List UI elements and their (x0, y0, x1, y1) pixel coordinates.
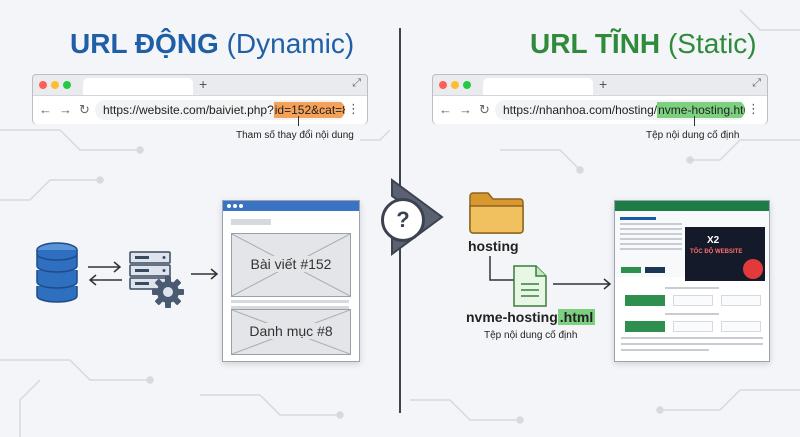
url-file-highlight: nvme-hosting.html (657, 102, 745, 118)
site-cta-button[interactable] (621, 267, 641, 273)
new-tab-icon[interactable]: + (599, 76, 608, 92)
static-title-sub: (Static) (667, 28, 757, 59)
url-base-text: https://nhanhoa.com/hosting/ (503, 103, 658, 117)
wire-block-category: Danh mục #8 (231, 309, 351, 355)
minimize-dot[interactable] (451, 81, 459, 89)
file-note: Tệp nội dung cố định (484, 330, 578, 341)
url-base-text: https://website.com/baiviet.php? (103, 103, 274, 117)
wire-block-category-label: Danh mục #8 (232, 323, 350, 339)
file-name-extension: .html (557, 309, 596, 325)
maximize-dot[interactable] (63, 81, 71, 89)
dynamic-note-pointer (298, 116, 299, 126)
static-title-main: URL TĨNH (530, 28, 661, 59)
address-bar[interactable]: https://nhanhoa.com/hosting/nvme-hosting… (495, 100, 745, 120)
menu-kebab-icon[interactable]: ⋮ (747, 101, 760, 116)
static-site-mockup: X2 TỐC ĐỘ WEBSITE (614, 200, 770, 362)
promo-text-2: TỐC ĐỘ WEBSITE (690, 249, 743, 255)
expand-icon[interactable]: ⤢ (352, 77, 361, 89)
address-bar[interactable]: https://website.com/baiviet.php?id=152&c… (95, 100, 345, 120)
folder-icon (469, 192, 524, 234)
back-arrow-icon[interactable]: ← (39, 102, 52, 117)
expand-icon[interactable]: ⤢ (752, 77, 761, 89)
dynamic-browser-window: + ⤢ ← → ↻ https://website.com/baiviet.ph… (32, 74, 368, 124)
url-params-highlight: id=152&cat=8 (273, 102, 345, 118)
site-secondary-button[interactable] (645, 267, 665, 273)
arrow-to-page-icon (191, 268, 219, 280)
server-icon (129, 251, 184, 308)
reload-icon[interactable]: ↻ (479, 102, 490, 117)
dynamic-url-note: Tham số thay đổi nội dung (236, 130, 354, 141)
static-url-note: Tệp nội dung cố định (646, 130, 740, 141)
file-icon (513, 265, 547, 307)
new-tab-icon[interactable]: + (199, 76, 208, 92)
window-controls (39, 81, 71, 89)
menu-kebab-icon[interactable]: ⋮ (347, 101, 360, 116)
reload-icon[interactable]: ↻ (79, 102, 90, 117)
browser-tab-bar: + ⤢ (433, 75, 767, 95)
back-arrow-icon[interactable]: ← (439, 102, 452, 117)
site-hero: X2 TỐC ĐỘ WEBSITE (615, 211, 769, 281)
wire-block-article: Bài viết #152 (231, 233, 351, 297)
tree-connector (489, 256, 514, 281)
dynamic-page-mockup: Bài viết #152 Danh mục #8 (222, 200, 360, 362)
forward-arrow-icon[interactable]: → (459, 102, 472, 117)
wire-block-article-label: Bài viết #152 (232, 256, 350, 272)
site-topbar (615, 201, 769, 211)
browser-nav-row: ← → ↻ https://website.com/baiviet.php?id… (33, 95, 367, 124)
database-icon (36, 242, 78, 303)
gear-icon (152, 276, 184, 308)
promo-badge (743, 259, 763, 279)
arrow-to-site-icon (553, 278, 612, 290)
dynamic-title-main: URL ĐỘNG (70, 28, 219, 59)
folder-name: hosting (468, 238, 519, 254)
browser-tab-bar: + ⤢ (33, 75, 367, 95)
dynamic-title-sub: (Dynamic) (226, 28, 355, 59)
static-note-pointer (694, 116, 695, 126)
maximize-dot[interactable] (463, 81, 471, 89)
file-name: nvme-hosting.html (466, 309, 596, 325)
bidirectional-arrows-icon (88, 261, 122, 286)
dynamic-title: URL ĐỘNG (Dynamic) (70, 28, 354, 60)
window-controls (439, 81, 471, 89)
page-header-bar (223, 201, 359, 211)
close-dot[interactable] (439, 81, 447, 89)
browser-tab[interactable] (83, 78, 193, 95)
close-dot[interactable] (39, 81, 47, 89)
minimize-dot[interactable] (51, 81, 59, 89)
static-browser-window: + ⤢ ← → ↻ https://nhanhoa.com/hosting/nv… (432, 74, 768, 124)
site-promo-banner: X2 TỐC ĐỘ WEBSITE (685, 227, 765, 281)
static-title: URL TĨNH (Static) (530, 28, 757, 60)
file-name-base: nvme-hosting (466, 309, 558, 325)
browser-tab[interactable] (483, 78, 593, 95)
browser-nav-row: ← → ↻ https://nhanhoa.com/hosting/nvme-h… (433, 95, 767, 124)
question-mark-icon: ? (381, 198, 425, 242)
promo-text-1: X2 (707, 235, 720, 246)
forward-arrow-icon[interactable]: → (59, 102, 72, 117)
